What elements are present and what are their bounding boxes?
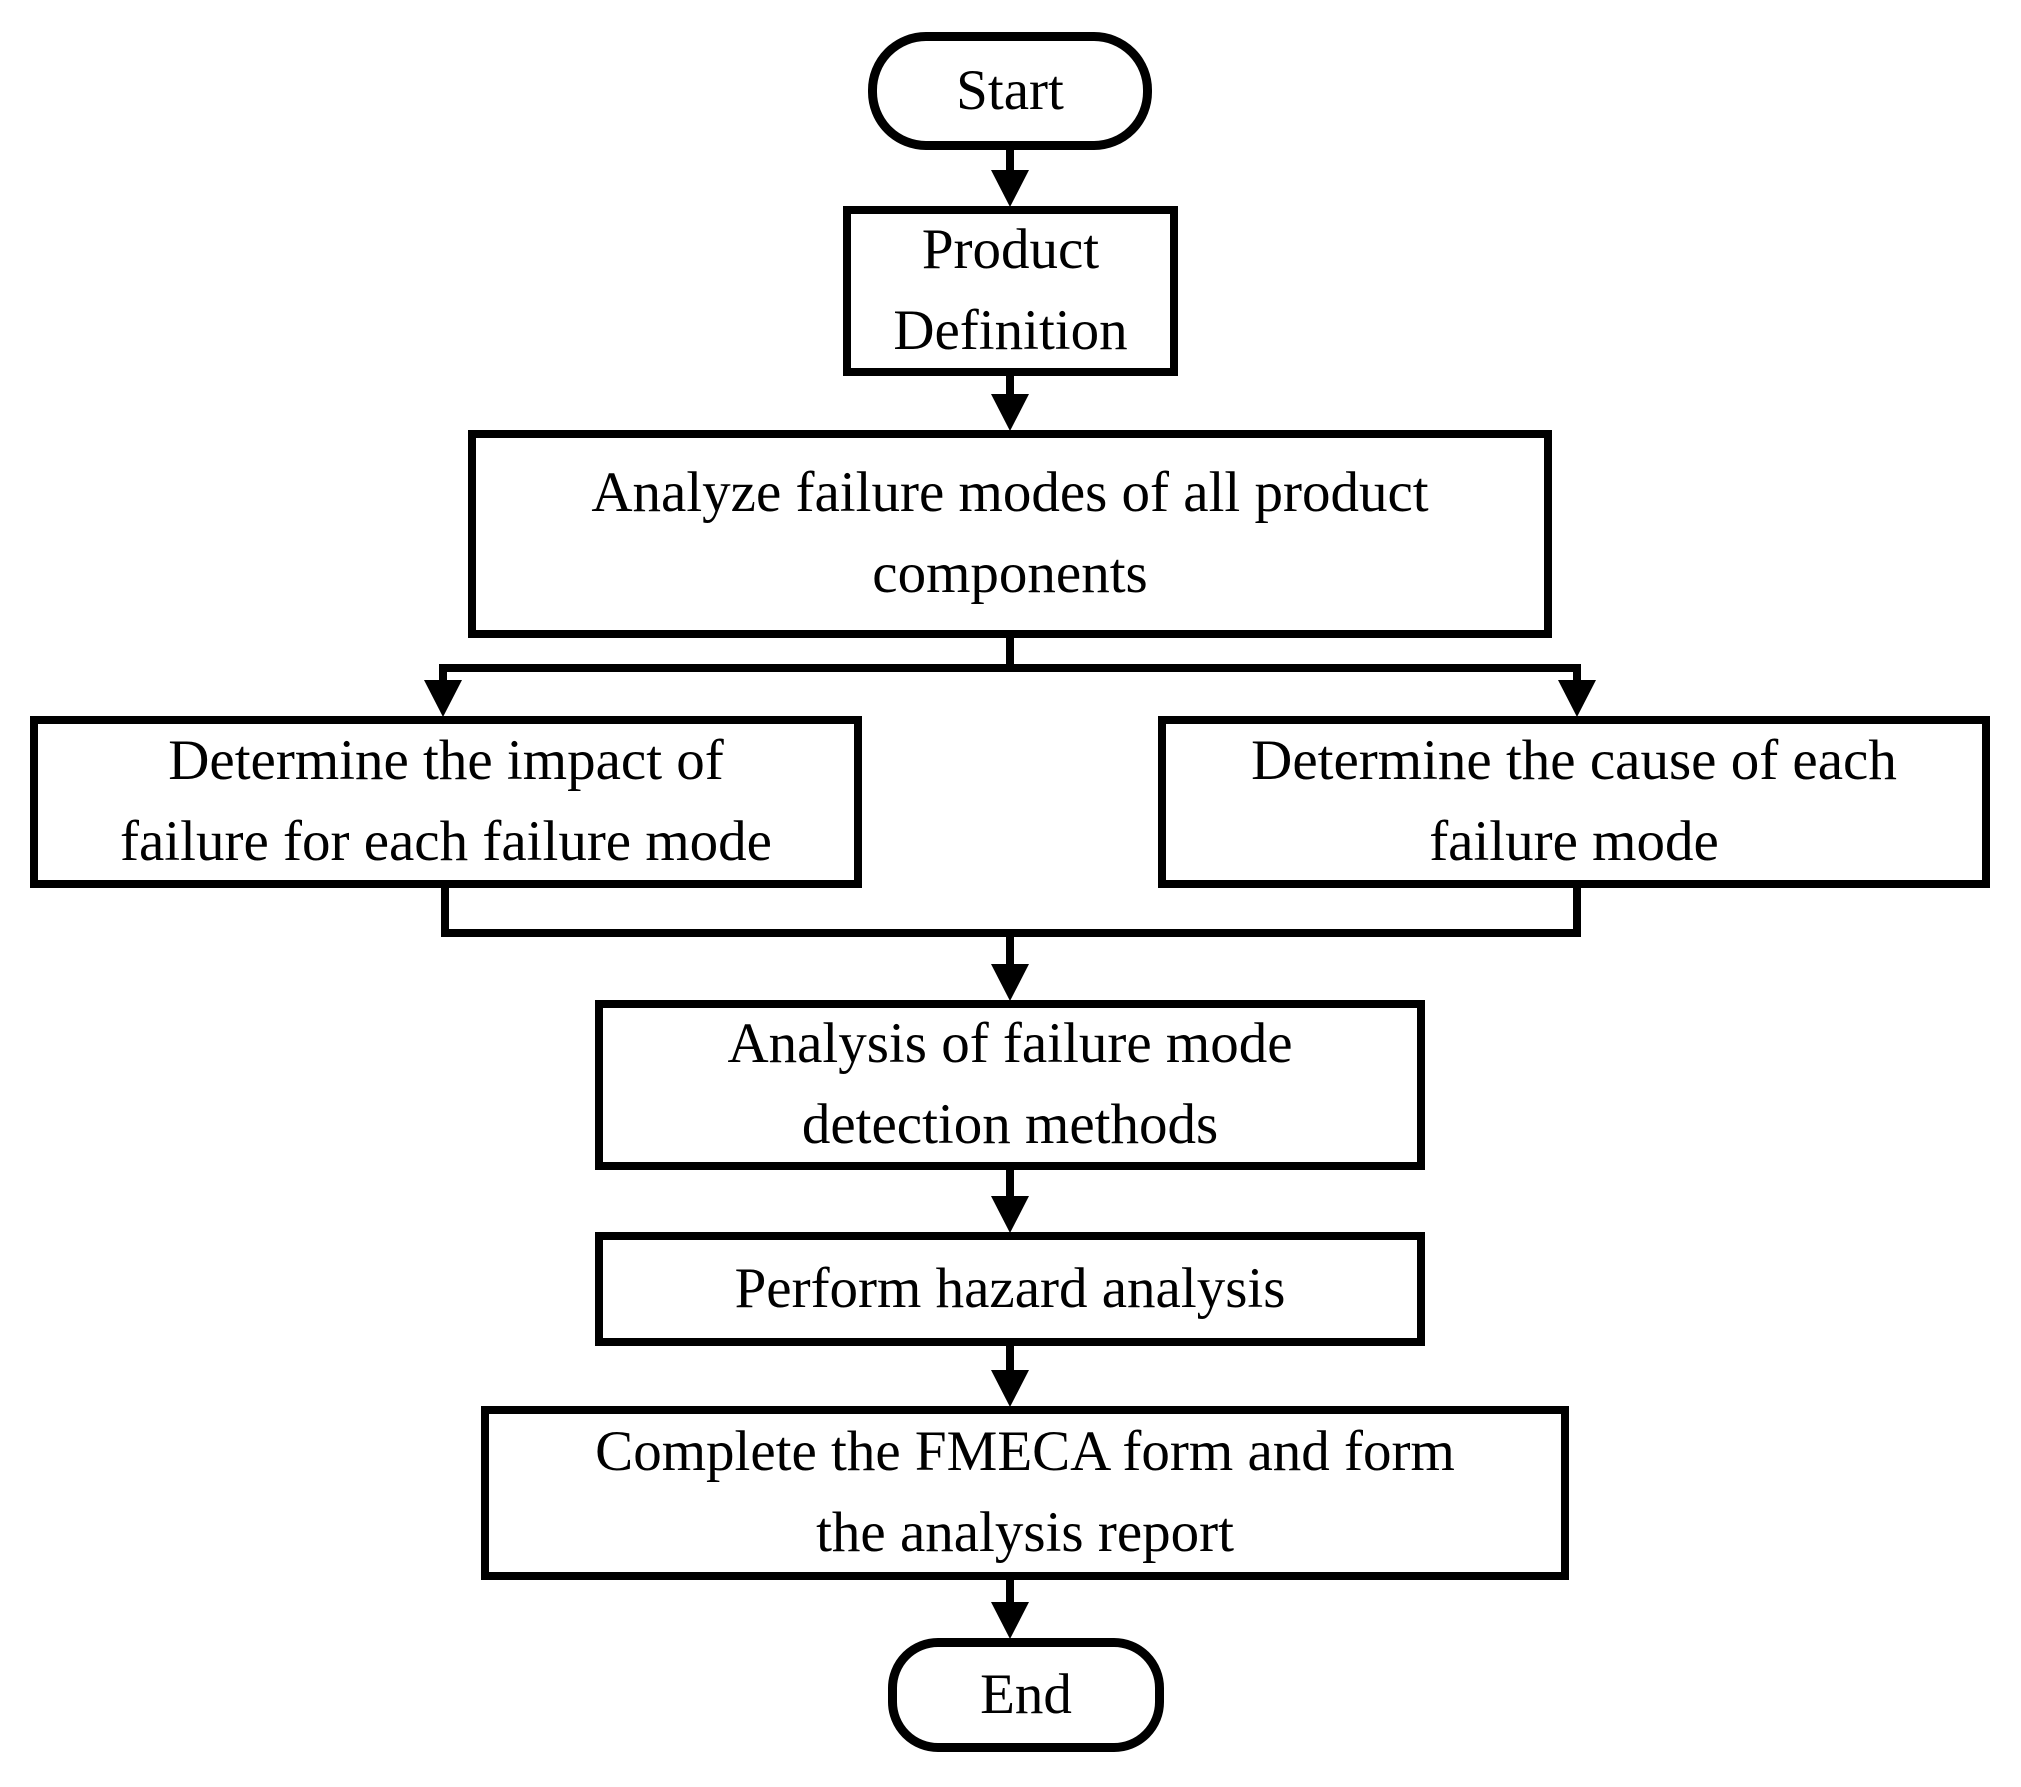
arrow-down-icon xyxy=(991,1196,1029,1233)
detection-methods-node: Analysis of failure mode detection metho… xyxy=(595,1000,1425,1170)
arrow-down-icon xyxy=(424,680,462,717)
arrow-down-icon xyxy=(991,1602,1029,1639)
edge-merge-detection-line xyxy=(1006,929,1014,969)
edge-detection-hazard-line xyxy=(1006,1169,1014,1201)
edge-impact-merge-line xyxy=(441,887,449,937)
edge-analyze-impact-line xyxy=(439,664,447,686)
edge-product-analyze-line xyxy=(1006,375,1014,400)
arrow-down-icon xyxy=(991,394,1029,431)
hazard-analysis-node: Perform hazard analysis xyxy=(595,1232,1425,1346)
complete-fmeca-form-node: Complete the FMECA form and form the ana… xyxy=(481,1406,1569,1580)
arrow-down-icon xyxy=(991,1370,1029,1407)
analyze-failure-modes-node: Analyze failure modes of all product com… xyxy=(468,430,1552,638)
edge-analyze-branch-stem xyxy=(1006,637,1014,672)
determine-cause-node: Determine the cause of each failure mode xyxy=(1158,716,1990,888)
edge-fmeca-end-line xyxy=(1006,1579,1014,1607)
determine-impact-node: Determine the impact of failure for each… xyxy=(30,716,862,888)
arrow-down-icon xyxy=(991,964,1029,1001)
end-terminator-node: End xyxy=(888,1638,1164,1752)
edge-analyze-branch-bar xyxy=(439,664,1581,672)
arrow-down-icon xyxy=(1558,680,1596,717)
start-terminator-node: Start xyxy=(868,32,1152,150)
edge-start-product-line xyxy=(1006,149,1014,175)
product-definition-node: Product Definition xyxy=(843,206,1178,376)
edge-analyze-cause-line xyxy=(1573,664,1581,686)
arrow-down-icon xyxy=(991,170,1029,207)
edge-hazard-fmeca-line xyxy=(1006,1345,1014,1375)
edge-cause-merge-line xyxy=(1573,887,1581,937)
